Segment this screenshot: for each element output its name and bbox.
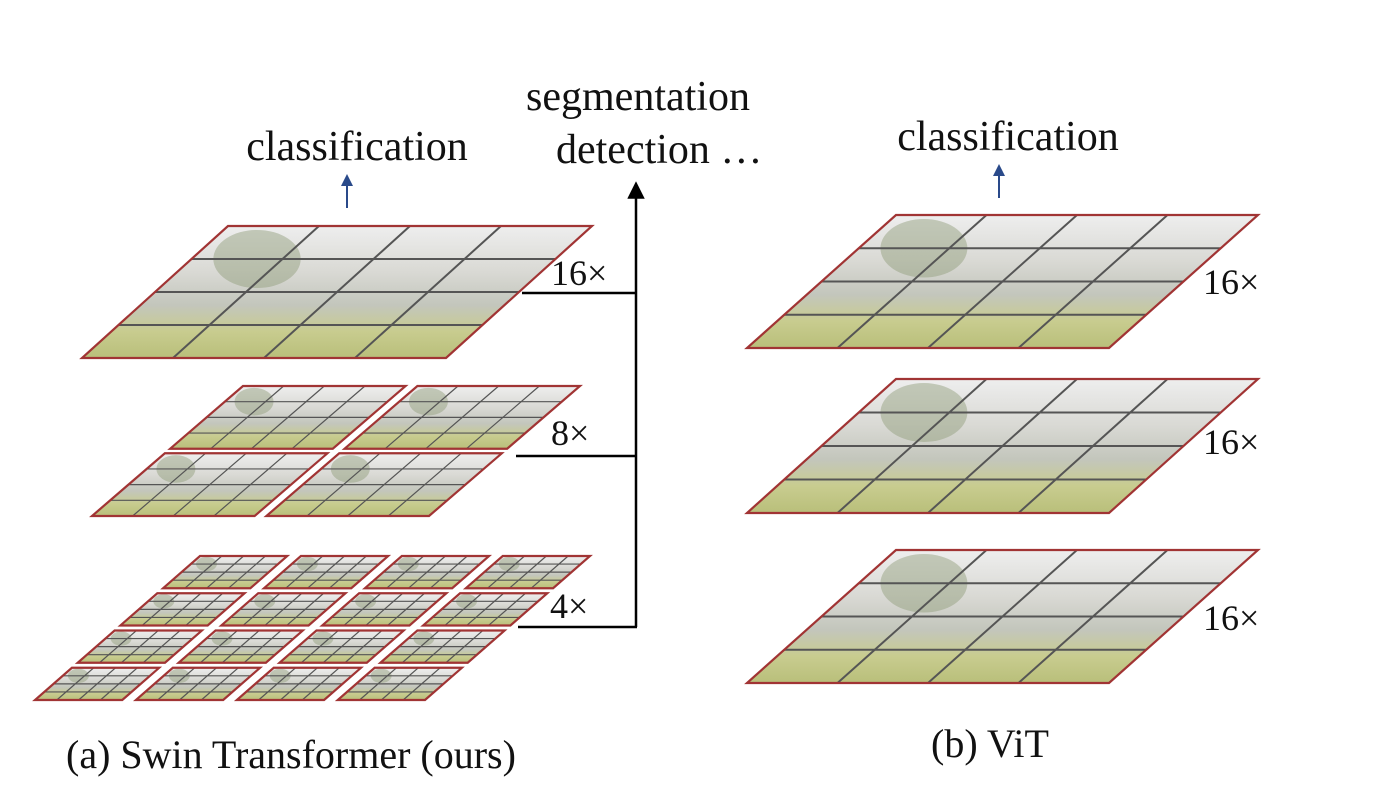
swin-stage-4x-window-3-2 [233, 666, 364, 702]
dense-output-label-2: detection … [556, 127, 762, 173]
swin-stage-4x-window-3-1 [132, 666, 264, 702]
vit-stage-top [744, 213, 1261, 350]
swin-stage-4x-window-3-3 [334, 666, 465, 702]
swin-stage-4x-window-0-0 [160, 554, 291, 590]
swin-stage-8x-window-1-1 [263, 452, 505, 518]
swin-stage-label-16x: 16× [551, 253, 607, 293]
vit-stage-label-top: 16× [1203, 262, 1259, 302]
swin-stage-4x-window-2-1 [175, 629, 306, 664]
swin-stage-4x-window-0-1 [261, 554, 392, 590]
swin-stage-label-8x: 8× [551, 413, 589, 453]
swin-stage-label-4x: 4× [550, 586, 588, 626]
vit-stage-bottom [744, 548, 1261, 685]
vit-stage-label-bottom: 16× [1203, 598, 1259, 638]
feature-pyramid-connectors [516, 181, 645, 629]
swin-stage-8x-window-0-0 [167, 384, 409, 450]
swin-caption: (a) Swin Transformer (ours) [66, 732, 516, 777]
swin-stage-4x-window-0-3 [462, 554, 593, 590]
swin-stage-4x-window-3-0 [32, 666, 163, 702]
vit-caption: (b) ViT [931, 721, 1049, 766]
swin-stage-4x-window-1-0 [117, 592, 248, 627]
swin-stage-8x-window-1-0 [89, 452, 331, 518]
swin-feature-maps [32, 224, 595, 702]
swin-stage-4x-window-2-3 [377, 629, 508, 664]
swin-stage-4x-window-0-2 [361, 554, 493, 590]
swin-stage-16x [79, 224, 595, 360]
swin-stage-4x-window-1-2 [319, 592, 450, 627]
vit-classification-label: classification [897, 114, 1119, 160]
swin-stage-4x-window-1-3 [420, 592, 551, 627]
swin-stage-8x-window-0-1 [341, 384, 583, 450]
vit-stage-label-mid: 16× [1203, 422, 1259, 462]
swin-stage-4x-window-2-0 [74, 629, 205, 664]
vit-feature-maps [744, 213, 1261, 685]
vit-stage-mid [744, 377, 1261, 515]
swin-stage-4x-window-2-2 [276, 629, 407, 664]
swin-stage-4x-window-1-1 [218, 592, 349, 627]
swin-classification-label: classification [246, 124, 468, 170]
dense-output-label-1: segmentation [526, 74, 750, 120]
